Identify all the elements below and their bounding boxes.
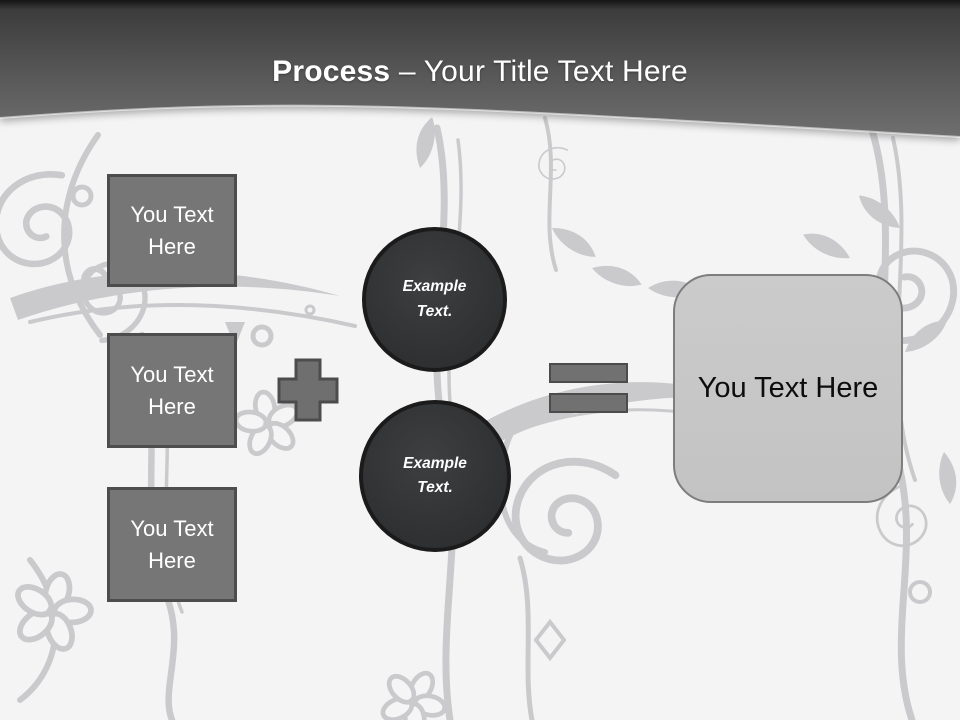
title-emphasis: Process xyxy=(272,55,391,88)
example-circle-2[interactable]: Example Text. xyxy=(359,400,511,552)
input-box-label: You Text Here xyxy=(130,361,214,419)
plus-icon[interactable] xyxy=(277,358,339,422)
title-band xyxy=(0,0,960,138)
result-label: You Text Here xyxy=(697,372,879,404)
equals-bar-bottom xyxy=(549,393,628,413)
input-box-1[interactable]: You Text Here xyxy=(107,174,237,287)
circle-label: Example Text. xyxy=(402,278,467,320)
page-title[interactable]: Process – Your Title Text Here xyxy=(0,54,960,90)
title-separator: – xyxy=(398,55,416,88)
equals-icon[interactable] xyxy=(549,363,628,413)
circle-label: Example Text. xyxy=(403,454,467,496)
input-box-2[interactable]: You Text Here xyxy=(107,333,237,448)
input-box-3[interactable]: You Text Here xyxy=(107,487,237,602)
equals-bar-top xyxy=(549,363,628,383)
input-box-label: You Text Here xyxy=(130,201,214,259)
input-box-label: You Text Here xyxy=(130,515,214,573)
title-text: Your Title Text Here xyxy=(423,55,688,88)
result-box[interactable]: You Text Here xyxy=(673,274,903,503)
example-circle-1[interactable]: Example Text. xyxy=(362,227,507,372)
